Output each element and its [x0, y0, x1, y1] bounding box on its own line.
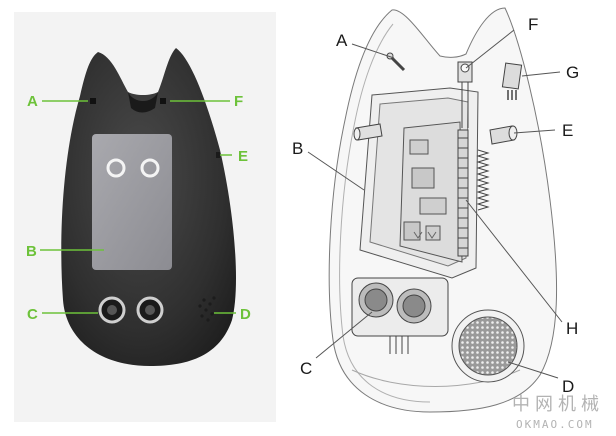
- drawing-label-a: A: [336, 31, 348, 50]
- ribbon-coil: [476, 149, 490, 211]
- photo-label-a: A: [27, 93, 38, 110]
- shell-inner-edge: [339, 23, 431, 403]
- sensor-a-dot: [90, 98, 96, 104]
- circuit-board: [399, 121, 463, 263]
- ear-notch: [128, 92, 158, 113]
- drawing-leader-lines: [307, 29, 563, 379]
- photo-label-f: F: [234, 93, 243, 110]
- watermark-domain: OKMAO.COM: [516, 418, 594, 431]
- speaker: [451, 309, 525, 383]
- pin-header: [457, 129, 469, 257]
- side-button-cylinder: [489, 125, 518, 145]
- ultrasonic-sensor-pair: [98, 296, 164, 324]
- ultrasonic-module: [351, 277, 449, 354]
- drawing-label-g: G: [566, 63, 579, 82]
- photo-label-c: C: [27, 306, 38, 323]
- sensor-f-dot: [160, 98, 166, 104]
- drawing-label-c: C: [300, 359, 312, 378]
- screen-eye-right: [140, 158, 160, 178]
- drawing-label-b: B: [292, 139, 303, 158]
- drawing-label-f: F: [528, 15, 538, 34]
- side-button-e: [216, 152, 220, 158]
- photo-label-e: E: [238, 148, 248, 165]
- speaker-holes: [198, 296, 216, 322]
- device-screen: [92, 134, 172, 270]
- photo-label-d: D: [240, 306, 251, 323]
- screen-eye-left: [106, 158, 126, 178]
- photo-panel: A F E B C D: [14, 12, 276, 422]
- watermark-chinese: 中网机械: [512, 394, 604, 415]
- drawing-label-e: E: [562, 121, 573, 140]
- photo-label-b: B: [26, 243, 37, 260]
- left-cylinder: [353, 123, 383, 141]
- drawing-label-h: H: [566, 319, 578, 338]
- drawing-panel: [328, 7, 558, 413]
- drawing-label-d: D: [562, 377, 574, 396]
- connector-g: [501, 62, 523, 100]
- top-sensor-module: [457, 61, 473, 128]
- photo-leader-lines: [40, 100, 236, 314]
